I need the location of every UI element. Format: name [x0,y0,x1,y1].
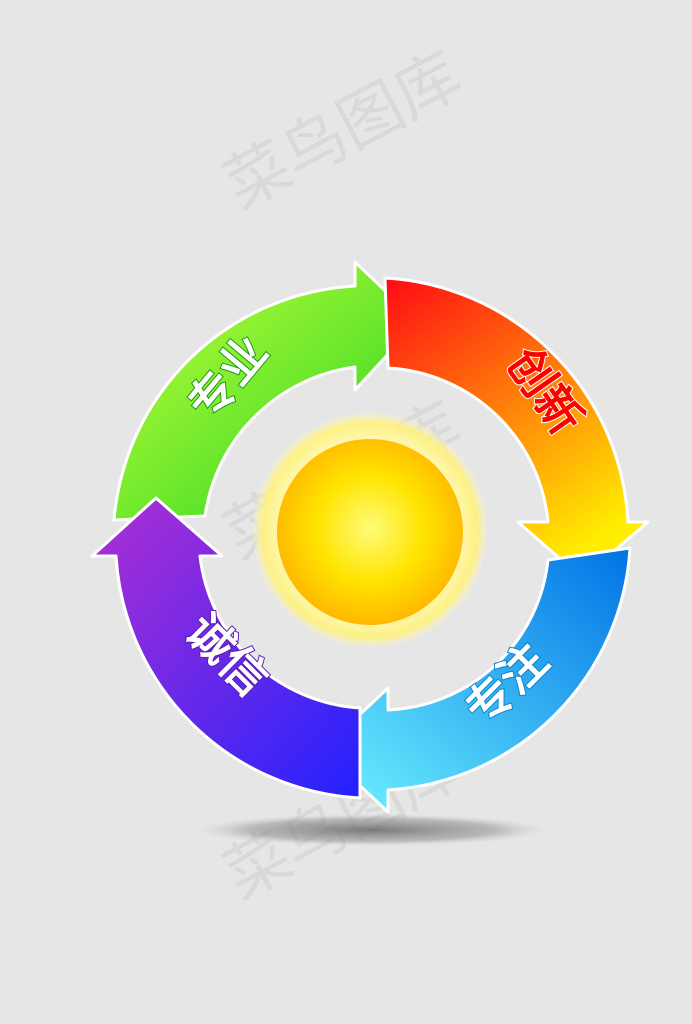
watermark-text: 菜鸟图库 [213,39,474,225]
floor-shadow [197,814,547,846]
arrow-segment-green [112,260,420,522]
cycle-arrows [90,260,650,814]
arrow-segment-purple [90,496,362,800]
sun-center [277,439,463,625]
arrow-segment-cyan [320,546,632,814]
arrow-segment-red [383,276,650,580]
